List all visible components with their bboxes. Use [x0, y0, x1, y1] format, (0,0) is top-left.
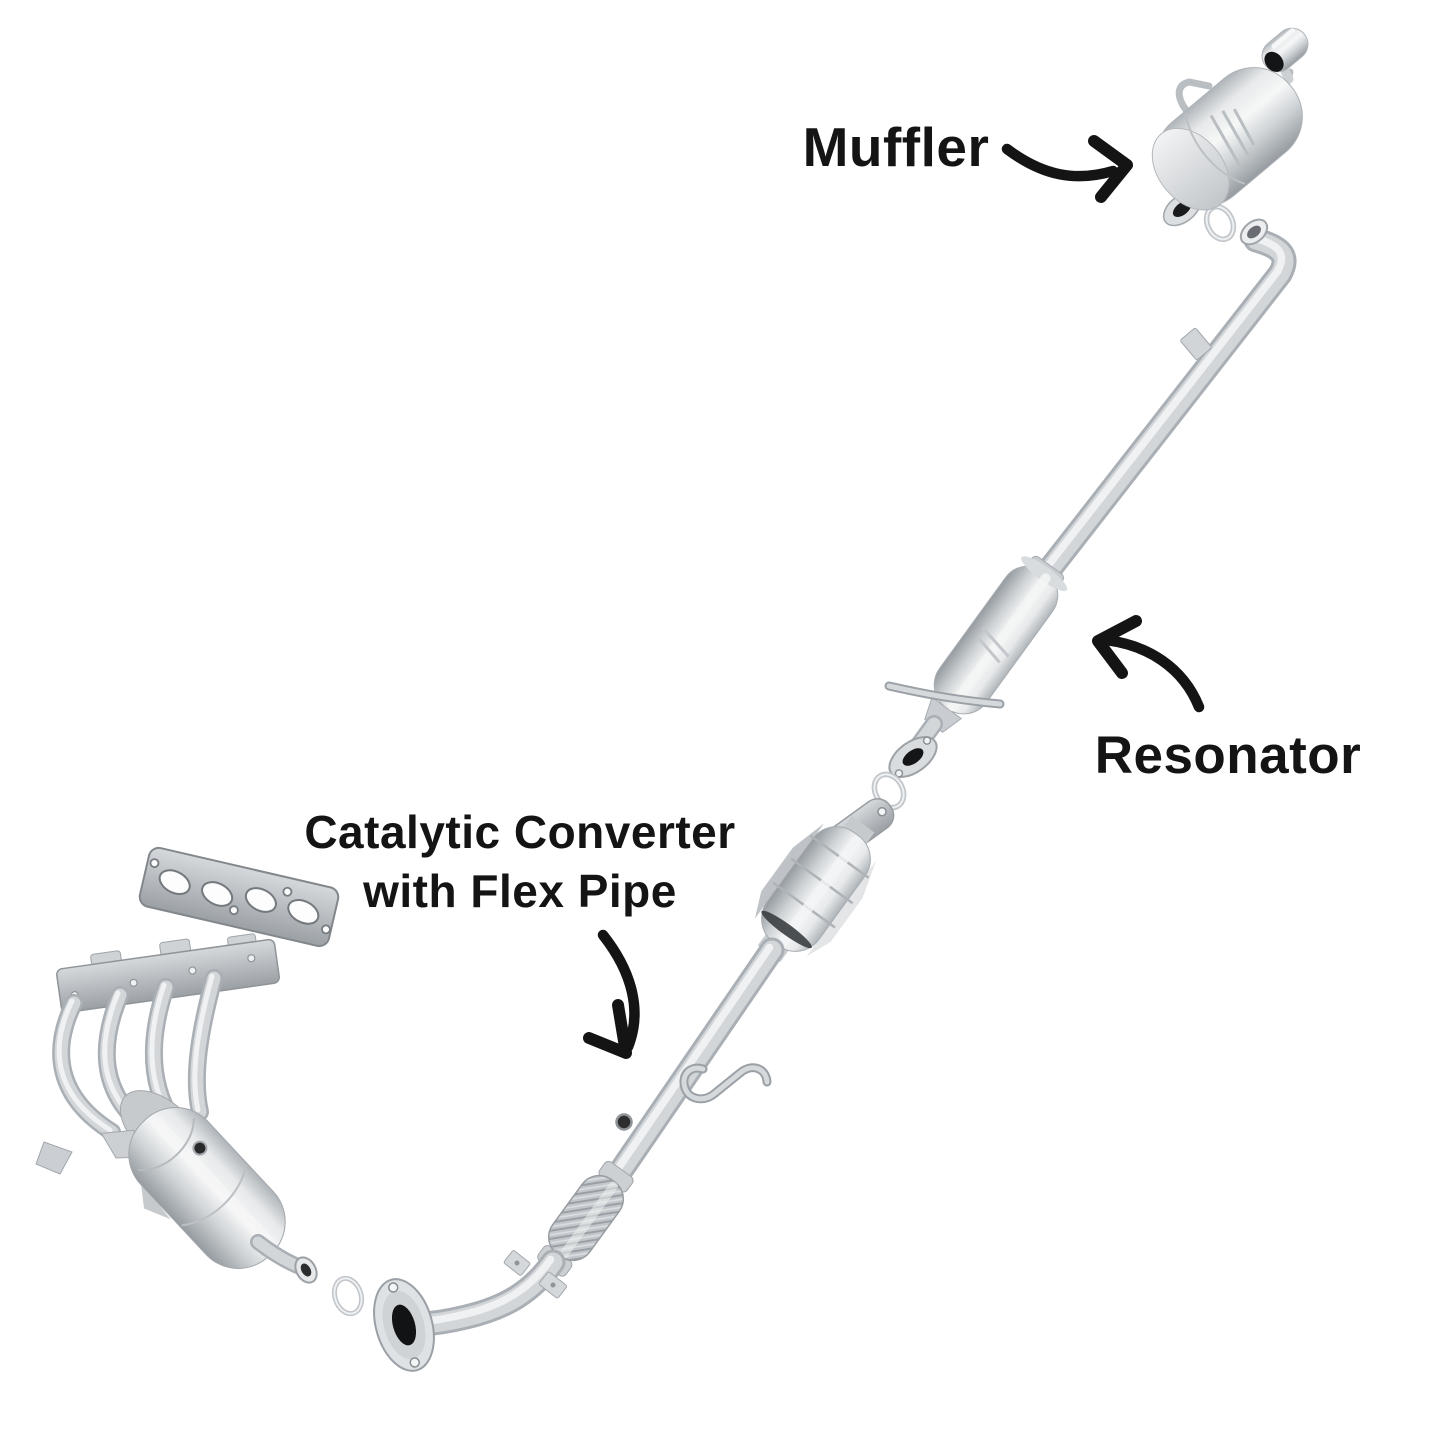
catalytic-arrow-icon: [583, 929, 640, 1059]
intermediate-pipe: [1044, 238, 1285, 575]
gasket-ring-front: [331, 1275, 365, 1317]
mid-pipe: [618, 948, 773, 1173]
front-pipe-flange: [373, 1278, 435, 1372]
hanger-hook: [679, 1063, 772, 1104]
muffler-illustration: [1151, 67, 1303, 211]
manifold-cat-body: [100, 1107, 286, 1269]
resonator-illustration: [924, 555, 1068, 733]
catalytic-converter-label: Catalytic Converter with Flex Pipe: [270, 803, 770, 921]
pipe-bracket: [1180, 327, 1212, 361]
o2-sensor-bung: [615, 1113, 633, 1131]
muffler-arrow-icon: [1001, 135, 1133, 203]
manifold-cat-outlet-ring: [294, 1256, 318, 1284]
resonator-arrow-icon: [1092, 615, 1205, 713]
front-pipe-bracket-1: [503, 1250, 531, 1276]
muffler-label: Muffler: [802, 116, 990, 178]
resonator-label: Resonator: [1094, 726, 1362, 785]
resonator-flange: [888, 736, 938, 778]
front-pipe-bracket-2: [538, 1271, 568, 1299]
catalytic-label-line1: Catalytic Converter: [304, 806, 736, 858]
midcat-illustration: [754, 816, 876, 962]
pipe-open-end: [1239, 218, 1269, 246]
manifold-bracket-tab: [35, 1141, 73, 1175]
resonator-hanger-rod: [884, 681, 1005, 709]
manifold-gasket: [138, 846, 340, 948]
catalytic-label-line2: with Flex Pipe: [363, 864, 677, 917]
exhaust-tip-illustration: [1261, 27, 1309, 73]
manifold-cat-outlet: [258, 1242, 300, 1267]
front-pipe: [416, 1260, 554, 1325]
gasket-ring-resonator: [871, 771, 907, 811]
